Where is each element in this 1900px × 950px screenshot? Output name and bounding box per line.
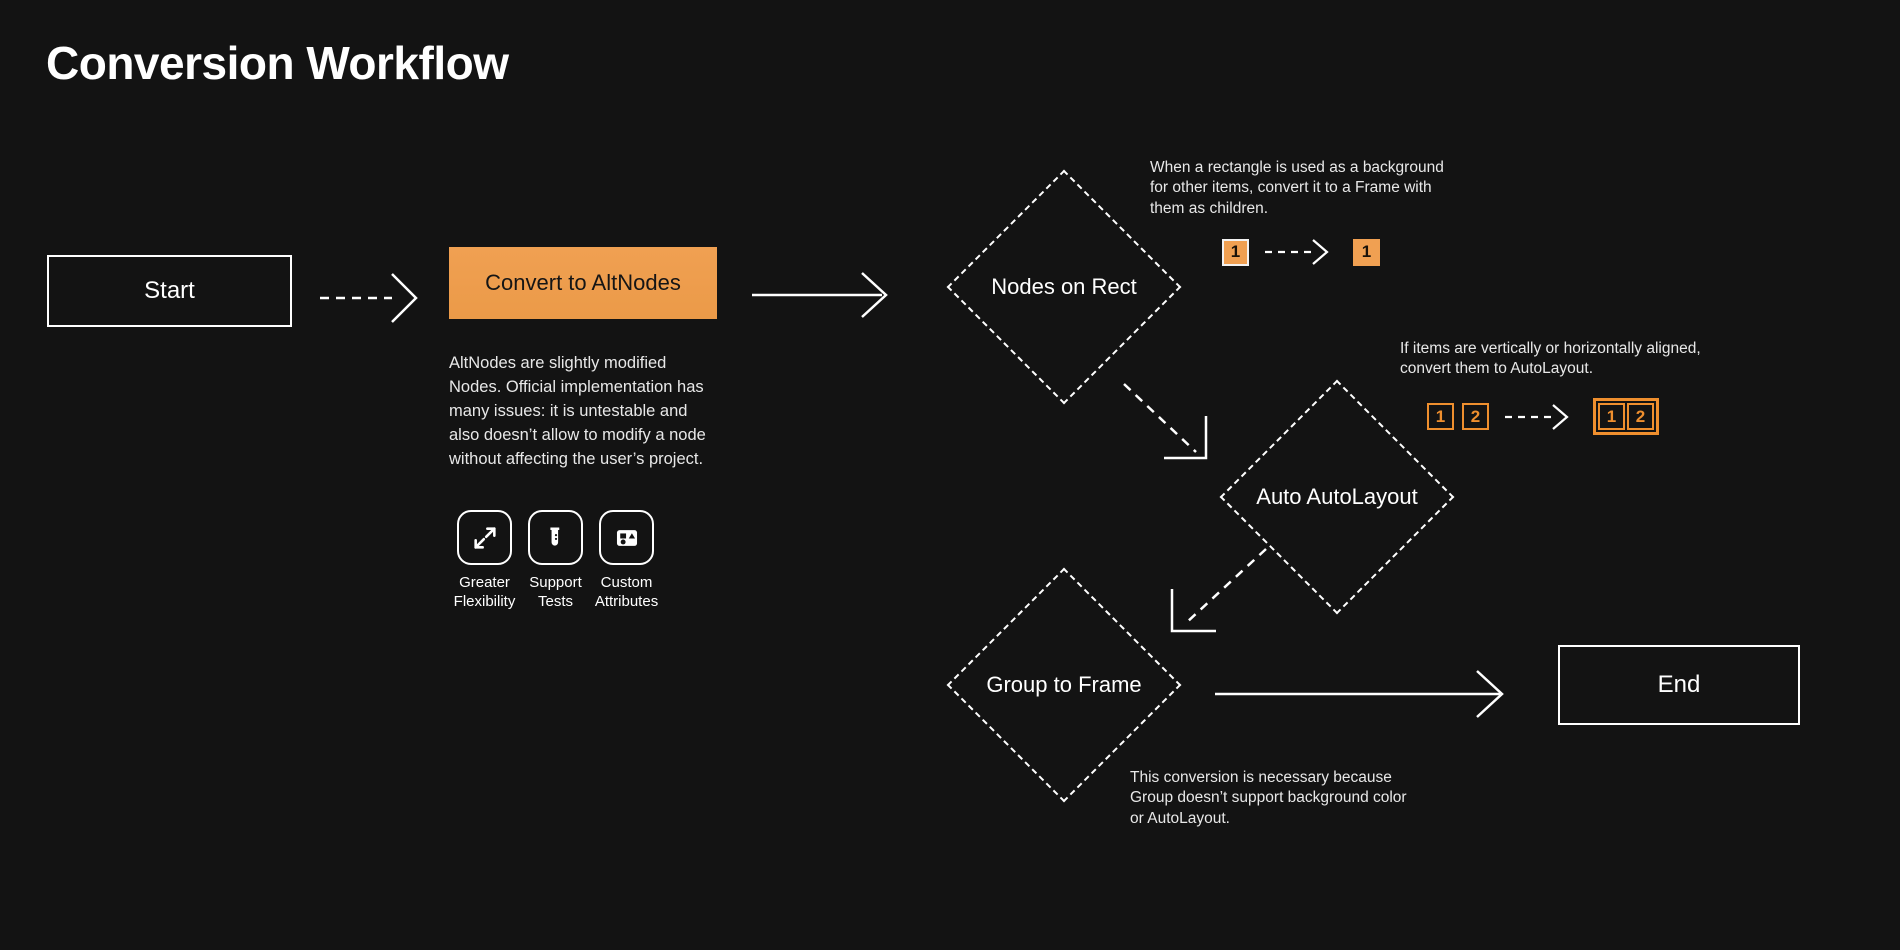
connector-start-to-convert: [320, 273, 418, 323]
group-to-frame-note: This conversion is necessary because Gro…: [1130, 769, 1407, 827]
node-convert-to-altnodes[interactable]: Convert to AltNodes: [449, 247, 717, 319]
auto-autolayout-note: If items are vertically or horizontally …: [1400, 340, 1701, 378]
feature-list: Greater Flexibility Support Tests: [453, 510, 659, 612]
node-convert-label: Convert to AltNodes: [485, 270, 681, 295]
page-title: Conversion Workflow: [46, 37, 509, 89]
autolayout-badge-row: 1 2 1 2: [1427, 398, 1659, 435]
node-start-label: Start: [144, 277, 195, 304]
badge-after-1: 1: [1353, 238, 1380, 266]
node-end[interactable]: End: [1558, 645, 1800, 725]
badge-group-after: 1 2: [1593, 398, 1659, 435]
connector-autolayout-to-group-to-frame: [1170, 548, 1267, 633]
expand-arrows-icon: [457, 510, 512, 565]
node-nodes-on-rect[interactable]: Nodes on Rect: [946, 169, 1182, 405]
feature-caption: Custom Attributes: [594, 574, 659, 610]
badge-before-2: 2: [1462, 403, 1489, 430]
altnodes-description: AltNodes are slightly modified Nodes. Of…: [449, 354, 706, 468]
test-tube-icon: [528, 510, 583, 565]
node-auto-autolayout-label: Auto AutoLayout: [1256, 484, 1418, 509]
nodes-on-rect-note: When a rectangle is used as a background…: [1150, 159, 1444, 217]
badge-after-1: 1: [1598, 403, 1625, 430]
feature-greater-flexibility[interactable]: Greater Flexibility: [453, 510, 516, 612]
node-group-to-frame[interactable]: Group to Frame: [946, 567, 1182, 803]
node-group-to-frame-label: Group to Frame: [986, 672, 1142, 697]
shapes-icon: [599, 510, 654, 565]
node-auto-autolayout[interactable]: Auto AutoLayout: [1219, 379, 1455, 615]
connector-group-to-frame-to-end: [1215, 670, 1504, 718]
badge-before-1: 1: [1222, 238, 1249, 266]
rect-badge-row: 1 1: [1222, 237, 1380, 267]
feature-caption: Support Tests: [529, 574, 582, 610]
badge-transform-arrow: [1505, 403, 1569, 430]
node-start[interactable]: Start: [47, 255, 292, 327]
feature-caption: Greater Flexibility: [453, 574, 516, 610]
badge-before-1: 1: [1427, 403, 1454, 430]
feature-custom-attributes[interactable]: Custom Attributes: [594, 510, 659, 612]
connector-nodes-on-rect-to-autolayout: [1123, 383, 1208, 460]
feature-support-tests[interactable]: Support Tests: [527, 510, 584, 612]
node-nodes-on-rect-label: Nodes on Rect: [991, 274, 1137, 299]
node-end-label: End: [1657, 671, 1701, 698]
badge-transform-arrow: [1265, 239, 1329, 265]
connector-convert-to-nodes-on-rect: [752, 272, 888, 318]
badge-after-2: 2: [1627, 403, 1654, 430]
